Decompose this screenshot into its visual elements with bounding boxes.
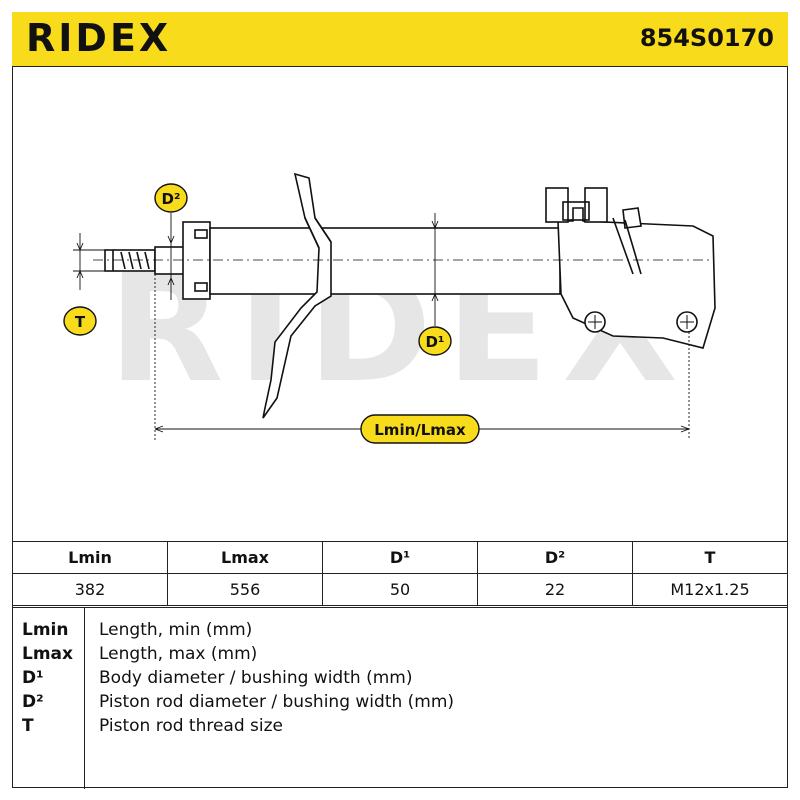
svg-text:T: T	[75, 313, 86, 331]
header-d1: D¹	[322, 541, 478, 574]
spec-value-row: 382 556 50 22 M12x1.25	[12, 573, 788, 606]
legend-divider	[84, 608, 85, 789]
brand-logo: RIDEX	[26, 16, 172, 60]
svg-text:D²: D²	[161, 190, 180, 208]
t-badge: T	[63, 306, 97, 336]
header-lmax: Lmax	[167, 541, 323, 574]
value-lmax: 556	[167, 573, 323, 606]
header-bar: RIDEX 854S0170	[12, 12, 788, 67]
shock-outline	[104, 172, 716, 419]
value-lmin: 382	[12, 573, 168, 606]
d1-badge: D¹	[418, 326, 452, 356]
svg-text:D¹: D¹	[425, 333, 444, 351]
legend-desc: Piston rod diameter / bushing width (mm)	[99, 692, 455, 712]
part-number: 854S0170	[639, 24, 774, 52]
legend-item: D² Piston rod diameter / bushing width (…	[12, 692, 788, 716]
value-d1: 50	[322, 573, 478, 606]
legend-key: D¹	[22, 668, 44, 688]
legend-desc: Length, max (mm)	[99, 644, 258, 664]
value-d2: 22	[477, 573, 633, 606]
length-badge: Lmin/Lmax	[360, 414, 480, 444]
legend-item: Lmin Length, min (mm)	[12, 620, 788, 644]
spec-table: Lmin Lmax D¹ D² T 382 556 50 22 M12x1.25	[12, 541, 788, 606]
legend-desc: Length, min (mm)	[99, 620, 253, 640]
legend-key: Lmax	[22, 644, 73, 664]
legend-item: Lmax Length, max (mm)	[12, 644, 788, 668]
legend-item: D¹ Body diameter / bushing width (mm)	[12, 668, 788, 692]
shock-absorber-diagram: RIDEX	[63, 172, 716, 444]
legend-desc: Piston rod thread size	[99, 716, 284, 736]
spec-header-row: Lmin Lmax D¹ D² T	[12, 541, 788, 574]
legend-key: D²	[22, 692, 44, 712]
svg-text:Lmin/Lmax: Lmin/Lmax	[374, 421, 466, 439]
legend-key: T	[22, 716, 34, 736]
value-t: M12x1.25	[632, 573, 788, 606]
legend-key: Lmin	[22, 620, 69, 640]
legend-item: T Piston rod thread size	[12, 716, 788, 740]
header-t: T	[632, 541, 788, 574]
header-d2: D²	[477, 541, 633, 574]
legend-desc: Body diameter / bushing width (mm)	[99, 668, 413, 688]
d2-badge: D²	[154, 183, 188, 213]
legend: Lmin Length, min (mm) Lmax Length, max (…	[12, 607, 788, 789]
header-lmin: Lmin	[12, 541, 168, 574]
